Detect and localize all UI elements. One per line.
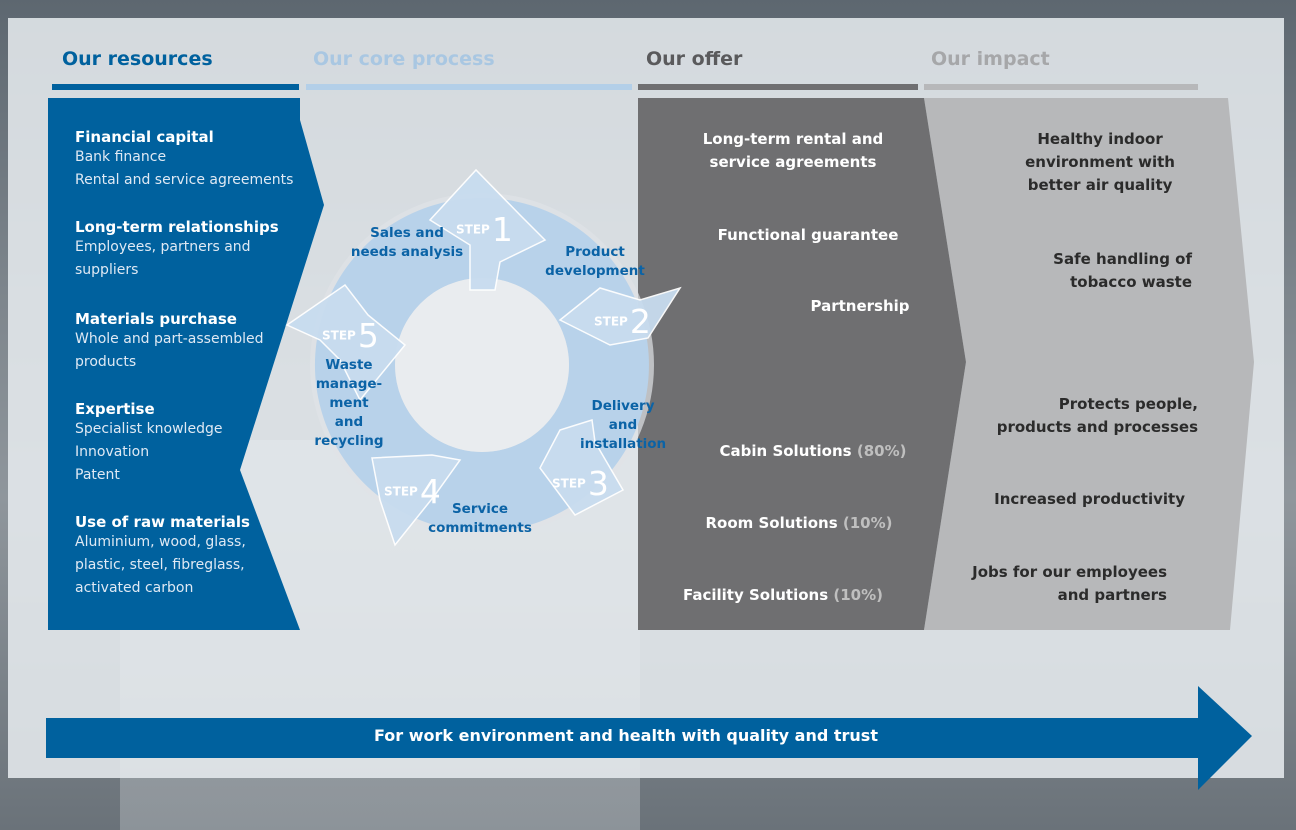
header-core-process: Our core process (313, 48, 495, 70)
step4-tag: STEP4 (384, 472, 441, 511)
step2-tag: STEP2 (594, 302, 651, 341)
offer-partnership: Partnership (810, 297, 910, 315)
header-offer: Our offer (646, 48, 743, 70)
step5-tag: STEP5 (322, 316, 379, 355)
impact-chevron (924, 98, 1254, 630)
impact-protects-people: Protects people,products and processes (996, 395, 1198, 436)
banner-text: For work environment and health with qua… (374, 726, 878, 745)
step5-arrow (285, 283, 407, 402)
resource-relationships: Long-term relationships Employees, partn… (75, 218, 279, 278)
step1-arrow (428, 168, 547, 291)
offer-bar (638, 84, 918, 90)
ring-hole (395, 278, 569, 452)
resource-expertise: Expertise Specialist knowledge Innovatio… (75, 400, 223, 483)
header-resources: Our resources (62, 48, 213, 70)
core-process-bar (306, 84, 632, 90)
step1-tag: STEP1 (456, 210, 513, 249)
resources-bar (52, 84, 299, 90)
resource-materials-purchase: Materials purchase Whole and part-assemb… (75, 310, 264, 370)
header-impact: Our impact (931, 48, 1050, 70)
step3-tag: STEP3 (552, 464, 609, 503)
resources-block (48, 98, 324, 630)
resource-raw-materials: Use of raw materials Aluminium, wood, gl… (75, 513, 250, 596)
offer-facility-solutions: Facility Solutions (10%) (683, 586, 883, 604)
offer-functional-guarantee: Functional guarantee (717, 226, 899, 244)
impact-productivity: Increased productivity (994, 490, 1185, 508)
resource-financial-capital: Financial capital Bank finance Rental an… (75, 128, 294, 188)
step4-arrow (371, 454, 462, 547)
step2-arrow (558, 286, 682, 346)
offer-chevron (638, 98, 966, 630)
step3-arrow (539, 419, 625, 516)
offer-cabin-solutions: Cabin Solutions (80%) (719, 442, 907, 460)
offer-room-solutions: Room Solutions (10%) (705, 514, 893, 532)
banner-arrow (46, 686, 1252, 790)
impact-bar (924, 84, 1198, 90)
